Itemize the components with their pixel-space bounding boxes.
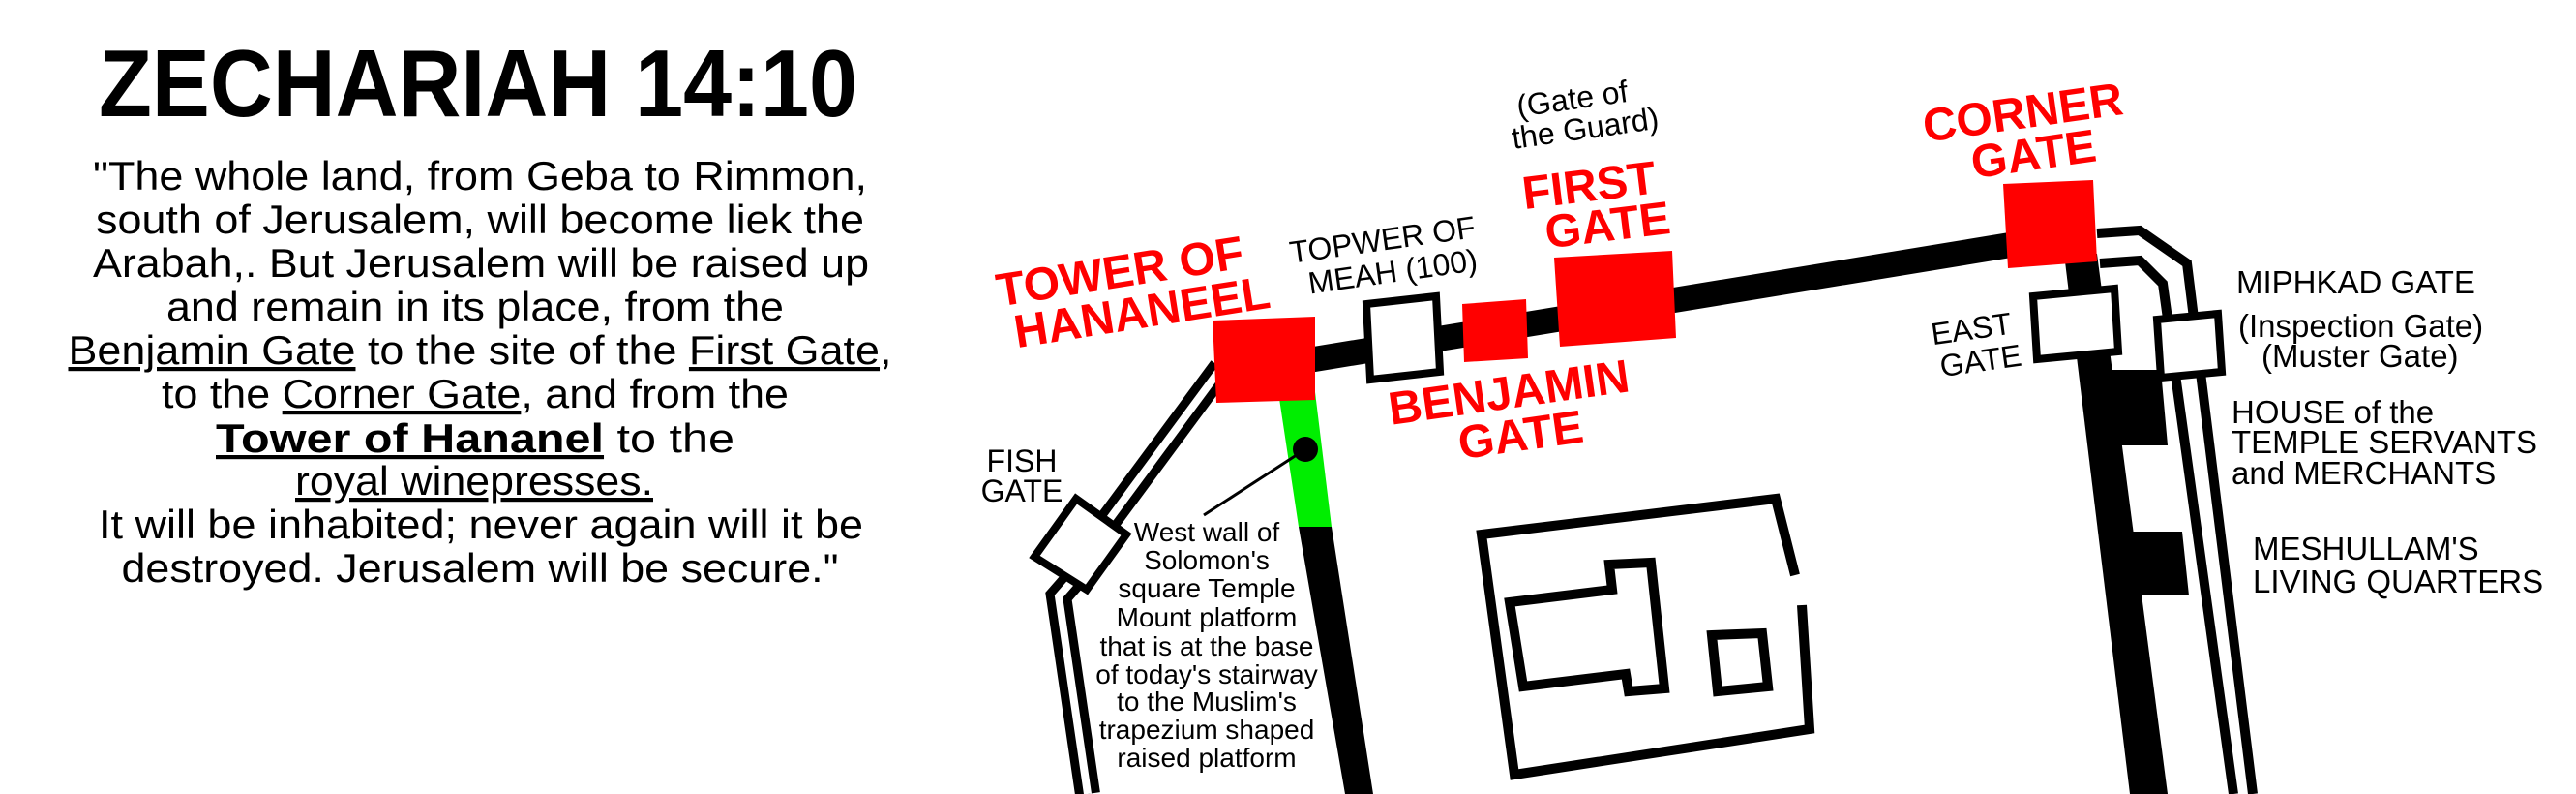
verse-line: "The whole land, from Geba to Rimmon, — [93, 153, 867, 198]
verse-segment: to the — [604, 415, 734, 461]
corner-gate-label: CORNER GATE — [1920, 74, 2126, 189]
temple-court-outline — [1476, 493, 1815, 780]
tower-of-meah-marker — [1362, 291, 1445, 384]
first-gate-marker — [1554, 251, 1676, 347]
note-line: West wall of — [1134, 517, 1280, 547]
benjamin-gate-ref: Benjamin Gate — [68, 327, 355, 373]
tower-of-hananeel-marker — [1213, 317, 1315, 403]
verse-line: Arabah,. But Jerusalem will be raised up — [93, 240, 869, 286]
west-wall-note: West wall of Solomon's square Temple Mou… — [1095, 517, 1317, 773]
tower-of-hananel-ref: Tower of Hananel — [216, 415, 604, 461]
temple-building — [1504, 557, 1670, 697]
east-gate-label: EAST GATE — [1929, 306, 2023, 383]
label-line: FISH — [987, 443, 1058, 478]
note-line: of today's stairway — [1095, 659, 1317, 689]
label-line: and MERCHANTS — [2232, 455, 2496, 491]
fish-gate-marker — [1029, 493, 1132, 596]
inner-east-wall-line — [2099, 255, 2238, 794]
label-line: (Muster Gate) — [2261, 338, 2459, 374]
note-line: Solomon's — [1144, 545, 1270, 575]
label-line: HOUSE of the — [2232, 394, 2434, 430]
west-wall-lower-inner — [1054, 578, 1092, 794]
label-line: GATE — [981, 473, 1063, 508]
note-line: square Temple — [1118, 573, 1295, 603]
verse-line: to the Corner Gate, and from the — [162, 371, 789, 416]
label-line: MIPHKAD GATE — [2236, 264, 2475, 300]
gate-of-guard-label: (Gate of the Guard) — [1510, 74, 1661, 156]
note-line: trapezium shaped — [1099, 715, 1315, 745]
corner-gate-marker — [2003, 180, 2097, 268]
corner-gate-ref: Corner Gate — [283, 371, 522, 416]
label-line: TEMPLE SERVANTS — [2232, 424, 2537, 460]
royal-winepresses-ref: royal winepresses. — [295, 458, 653, 504]
east-wall — [2064, 254, 2168, 794]
verse-line: destroyed. Jerusalem will be secure." — [122, 545, 839, 591]
east-gate-marker — [2028, 284, 2123, 364]
meshullam-quarters-block — [2112, 532, 2189, 596]
verse-segment: to the — [162, 371, 283, 416]
note-line: raised platform — [1117, 743, 1296, 773]
fish-gate-label: FISH GATE — [981, 443, 1063, 508]
label-line: MESHULLAM'S — [2253, 531, 2479, 566]
verse-segment: , — [880, 327, 891, 373]
first-gate-label: FIRST GATE — [1519, 153, 1673, 260]
house-of-servants-block — [2090, 370, 2168, 445]
west-wall-inner — [1099, 365, 1225, 531]
tower-of-meah-label: TOPWER OF MEAH (100) — [1287, 209, 1480, 300]
verse-line: Tower of Hananel to the — [216, 415, 734, 461]
benjamin-gate-marker — [1462, 299, 1528, 362]
miphkad-gate-marker — [2152, 309, 2227, 382]
verse-line: Benjamin Gate to the site of the First G… — [68, 327, 891, 373]
temple-enclosure — [1476, 493, 1815, 780]
verse-segment: , and from the — [521, 371, 789, 416]
verse-line: It will be inhabited; never again will i… — [99, 502, 863, 547]
verse-segment: to the site of the — [355, 327, 688, 373]
verse-line: south of Jerusalem, will become liek the — [96, 197, 864, 242]
label-line: LIVING QUARTERS — [2253, 564, 2543, 599]
note-line: that is at the base — [1099, 631, 1313, 661]
leader-line — [1203, 447, 1306, 517]
altar — [1706, 627, 1774, 697]
note-line: Mount platform — [1117, 602, 1298, 632]
verse-text: "The whole land, from Geba to Rimmon, so… — [68, 153, 891, 591]
first-gate-ref: First Gate — [689, 327, 880, 373]
miphkad-gate-label: MIPHKAD GATE (Inspection Gate) (Muster G… — [2236, 264, 2483, 374]
note-line: to the Muslim's — [1117, 687, 1297, 717]
house-of-servants-label: HOUSE of the TEMPLE SERVANTS and MERCHAN… — [2232, 394, 2537, 491]
label-line: (Inspection Gate) — [2238, 308, 2483, 344]
outer-east-wall-line — [2096, 225, 2258, 794]
verse-line: and remain in its place, from the — [166, 284, 784, 329]
page-title: ZECHARIAH 14:10 — [99, 30, 857, 137]
meshullam-label: MESHULLAM'S LIVING QUARTERS — [2253, 531, 2543, 599]
temple-west-wall — [1299, 527, 1373, 794]
